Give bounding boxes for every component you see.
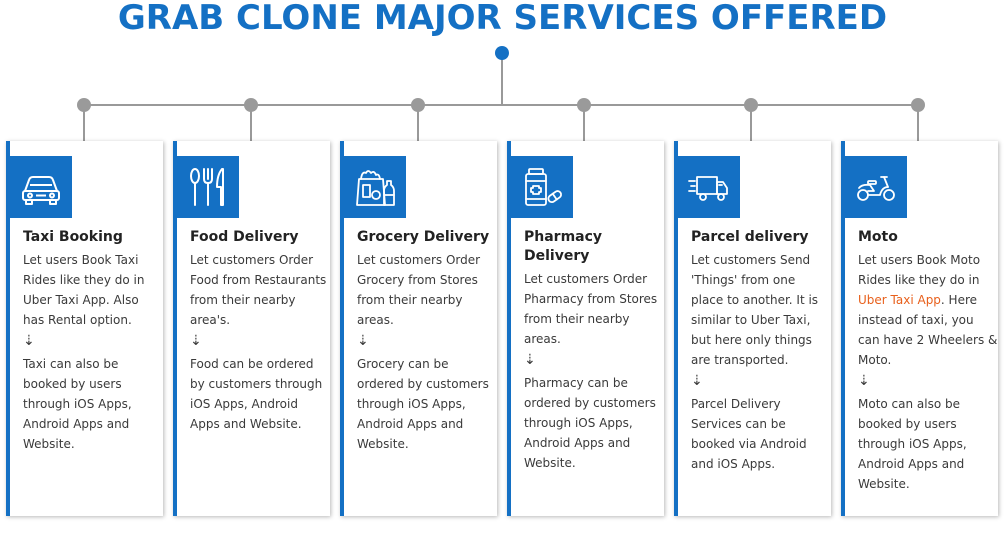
branch-251 xyxy=(244,98,258,141)
icon-box xyxy=(344,156,406,218)
icon-box xyxy=(511,156,573,218)
service-title: Food Delivery xyxy=(190,229,299,245)
service-description: Let customers Send 'Things' from one pla… xyxy=(691,253,819,367)
branch-84 xyxy=(77,98,91,141)
down-arrow-icon: ⇣ xyxy=(691,373,703,389)
cutlery-icon xyxy=(190,168,224,206)
service-card-parcel: Parcel delivery Let customers Send 'Thin… xyxy=(674,141,831,516)
service-title: Pharmacy Delivery xyxy=(524,229,603,264)
branch-node xyxy=(77,98,91,112)
service-note: Pharmacy can be ordered by customers thr… xyxy=(524,376,656,470)
icon-box xyxy=(845,156,907,218)
scooter-icon xyxy=(857,176,895,201)
service-description: Let users Book Taxi Rides like they do i… xyxy=(23,253,145,327)
down-arrow-icon: ⇣ xyxy=(190,333,202,349)
service-title: Grocery Delivery xyxy=(357,229,490,245)
icon-box xyxy=(678,156,740,218)
service-description: Let users Book Moto Rides like they do i… xyxy=(858,250,998,370)
service-note: Parcel Delivery Services can be booked v… xyxy=(691,397,807,471)
service-card-moto: Moto Let users Book Moto Rides like they… xyxy=(841,141,998,516)
branch-node xyxy=(411,98,425,112)
grocery-bag-icon xyxy=(356,170,395,206)
medicine-icon xyxy=(525,168,562,206)
down-arrow-icon: ⇣ xyxy=(23,333,35,349)
description-text: . Here instead of taxi, you can have 2 W… xyxy=(858,293,998,367)
branch-node xyxy=(911,98,925,112)
service-card-food: Food Delivery Let customers Order Food f… xyxy=(173,141,330,516)
service-note: Food can be ordered by customers through… xyxy=(190,357,323,431)
down-arrow-icon: ⇣ xyxy=(858,373,870,389)
branch-node xyxy=(244,98,258,112)
service-title: Moto xyxy=(858,229,898,245)
service-title: Taxi Booking xyxy=(23,229,123,245)
down-arrow-icon: ⇣ xyxy=(357,333,369,349)
branch-918 xyxy=(911,98,925,141)
service-card-grocery: Grocery Delivery Let customers Order Gro… xyxy=(340,141,497,516)
branch-418 xyxy=(411,98,425,141)
service-description: Let customers Order Grocery from Stores … xyxy=(357,253,481,327)
uber-taxi-app-link[interactable]: Uber Taxi App xyxy=(858,293,941,307)
description-text: Let users Book Moto Rides like they do i… xyxy=(858,253,981,287)
branch-584 xyxy=(577,98,591,141)
service-description: Let customers Order Pharmacy from Stores… xyxy=(524,272,658,346)
root-node xyxy=(495,46,509,60)
branch-751 xyxy=(744,98,758,141)
down-arrow-icon: ⇣ xyxy=(524,352,536,368)
service-note: Moto can also be booked by users through… xyxy=(858,397,967,491)
truck-icon xyxy=(688,176,728,201)
service-note: Taxi can also be booked by users through… xyxy=(23,357,132,451)
service-card-taxi: Taxi Booking Let users Book Taxi Rides l… xyxy=(6,141,163,516)
car-icon xyxy=(22,176,60,205)
page-title: GRAB CLONE MAJOR SERVICES OFFERED xyxy=(117,0,888,38)
branch-node xyxy=(577,98,591,112)
service-description: Let customers Order Food from Restaurant… xyxy=(190,253,327,327)
icon-box xyxy=(177,156,239,218)
service-card-pharmacy: Pharmacy Delivery Let customers Order Ph… xyxy=(507,141,664,516)
connector-tree xyxy=(77,46,925,141)
service-title: Parcel delivery xyxy=(691,229,809,245)
branch-node xyxy=(744,98,758,112)
icon-box xyxy=(10,156,72,218)
service-note: Grocery can be ordered by customers thro… xyxy=(357,357,489,451)
